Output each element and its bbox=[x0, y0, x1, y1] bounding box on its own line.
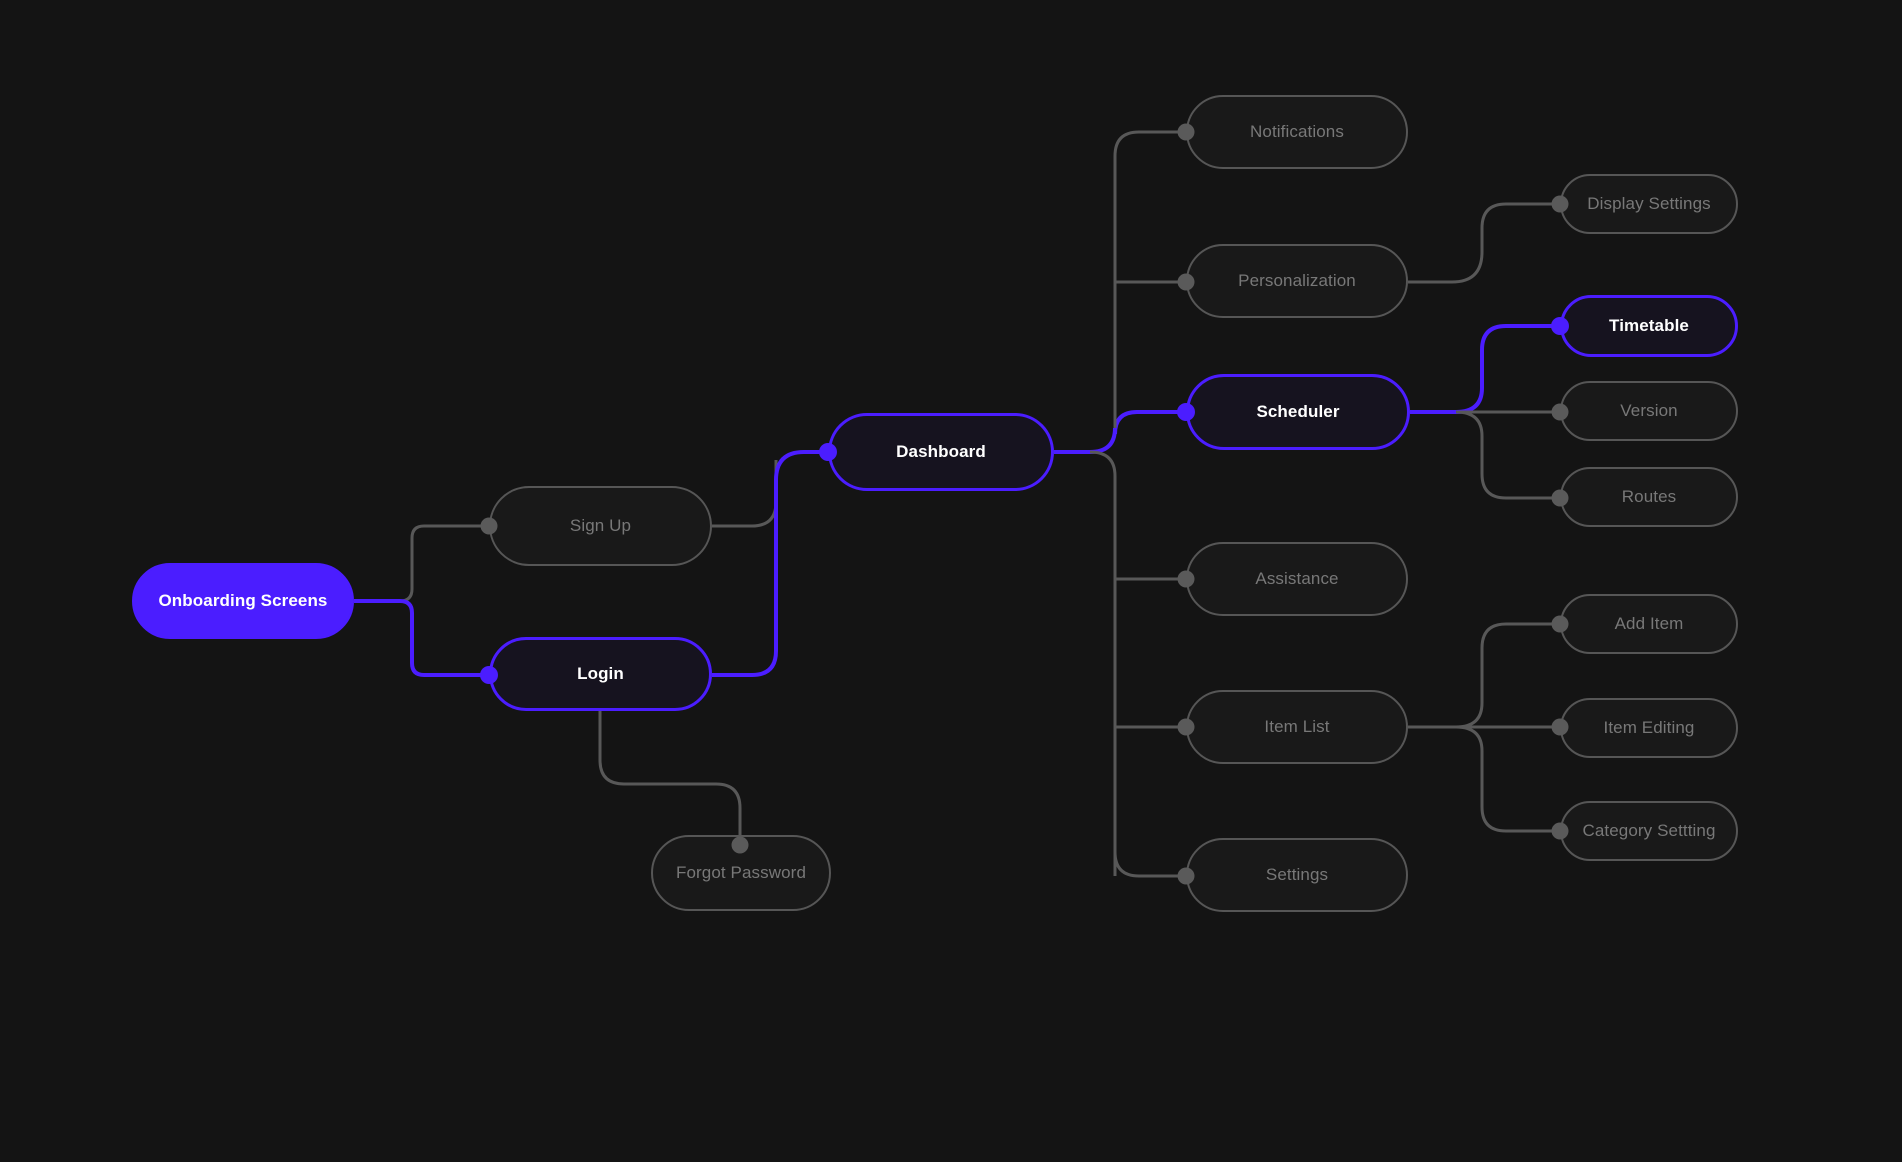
node-assistance[interactable]: Assistance bbox=[1186, 542, 1408, 616]
wire-scheduler-timetable bbox=[1455, 324, 1560, 414]
node-sign-up[interactable]: Sign Up bbox=[489, 486, 712, 566]
port-assistance bbox=[1177, 570, 1195, 588]
port-category-setting bbox=[1551, 822, 1569, 840]
node-item-editing[interactable]: Item Editing bbox=[1560, 698, 1738, 758]
port-settings bbox=[1177, 867, 1195, 885]
node-timetable[interactable]: Timetable bbox=[1560, 295, 1738, 357]
port-dashboard bbox=[819, 443, 837, 461]
node-item-list[interactable]: Item List bbox=[1186, 690, 1408, 764]
node-label: Routes bbox=[1621, 487, 1677, 506]
wire-personalization-display bbox=[1408, 202, 1560, 284]
port-notifications bbox=[1177, 123, 1195, 141]
node-label: Item Editing bbox=[1603, 718, 1695, 737]
node-onboarding-screens[interactable]: Onboarding Screens bbox=[132, 563, 354, 639]
node-scheduler[interactable]: Scheduler bbox=[1186, 374, 1410, 450]
port-sign-up bbox=[480, 517, 498, 535]
port-login bbox=[480, 666, 498, 684]
node-label: Version bbox=[1620, 401, 1678, 420]
node-label: Settings bbox=[1265, 865, 1329, 884]
node-label: Dashboard bbox=[896, 442, 986, 461]
node-label: Forgot Password bbox=[676, 863, 806, 882]
node-category-setting[interactable]: Category Settting bbox=[1560, 801, 1738, 861]
wire-root-login bbox=[399, 599, 489, 677]
node-label: Personalization bbox=[1238, 271, 1356, 290]
node-label: Display Settings bbox=[1587, 194, 1711, 213]
port-forgot-password bbox=[731, 836, 749, 854]
node-label: Assistance bbox=[1255, 569, 1339, 588]
wire-root-signup bbox=[399, 524, 489, 603]
port-scheduler bbox=[1177, 403, 1195, 421]
node-label: Item List bbox=[1264, 717, 1330, 736]
port-personalization bbox=[1177, 273, 1195, 291]
node-label: Category Settting bbox=[1582, 821, 1716, 840]
port-add-item bbox=[1551, 615, 1569, 633]
node-settings[interactable]: Settings bbox=[1186, 838, 1408, 912]
wire-spine-settings bbox=[1113, 851, 1186, 878]
wire-dashboard-scheduler bbox=[1089, 410, 1186, 454]
port-item-editing bbox=[1551, 718, 1569, 736]
node-login[interactable]: Login bbox=[489, 637, 712, 711]
node-version[interactable]: Version bbox=[1560, 381, 1738, 441]
port-routes bbox=[1551, 489, 1569, 507]
node-label: Onboarding Screens bbox=[158, 591, 328, 610]
wire-login-dashboard bbox=[712, 450, 828, 677]
node-label: Scheduler bbox=[1256, 402, 1340, 421]
port-display-settings bbox=[1551, 195, 1569, 213]
wire-spine-lower bbox=[1089, 450, 1117, 876]
wire-itemlist-category bbox=[1455, 725, 1560, 833]
wire-login-forgot bbox=[598, 710, 742, 845]
node-label: Login bbox=[577, 664, 624, 683]
node-display-settings[interactable]: Display Settings bbox=[1560, 174, 1738, 234]
wire-itemlist-additem bbox=[1455, 622, 1560, 729]
port-item-list bbox=[1177, 718, 1195, 736]
node-personalization[interactable]: Personalization bbox=[1186, 244, 1408, 318]
node-add-item[interactable]: Add Item bbox=[1560, 594, 1738, 654]
port-version bbox=[1551, 403, 1569, 421]
node-routes[interactable]: Routes bbox=[1560, 467, 1738, 527]
node-label: Sign Up bbox=[569, 516, 632, 535]
wire-scheduler-routes bbox=[1455, 410, 1560, 500]
node-label: Notifications bbox=[1250, 122, 1344, 141]
node-notifications[interactable]: Notifications bbox=[1186, 95, 1408, 169]
node-dashboard[interactable]: Dashboard bbox=[828, 413, 1054, 491]
node-label: Timetable bbox=[1609, 316, 1689, 335]
node-label: Add Item bbox=[1614, 614, 1684, 633]
wire-signup-dashboard bbox=[712, 460, 778, 528]
wire-spine-upper bbox=[1113, 130, 1186, 428]
port-timetable bbox=[1551, 317, 1569, 335]
